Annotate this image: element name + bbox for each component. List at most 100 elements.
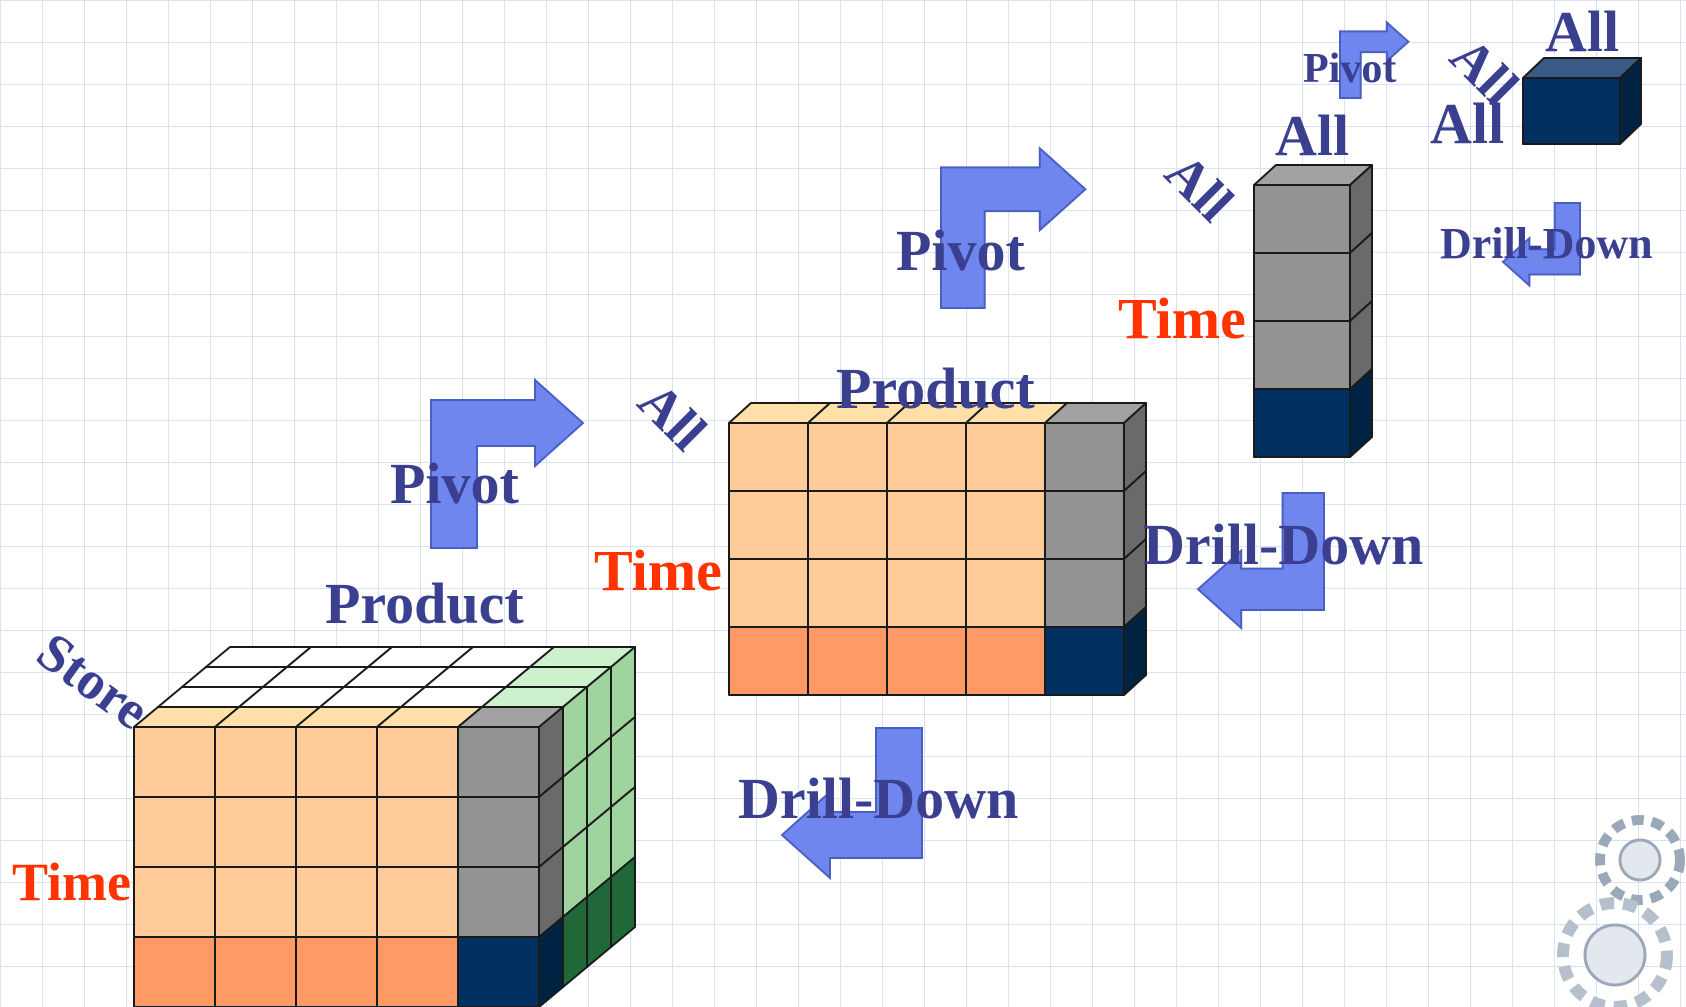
cube2-cell	[886, 626, 967, 696]
cube3-cell-front	[1253, 252, 1351, 322]
cube1-front-cell-front	[214, 936, 297, 1007]
cube4-cell	[1522, 57, 1642, 145]
cube4-cell-front	[1522, 77, 1621, 145]
cube3-cell-front	[1253, 184, 1351, 254]
cube2-cell-front	[886, 490, 967, 560]
cube1-front-cell	[133, 796, 216, 868]
cube1-front-cell-front	[376, 726, 459, 798]
cube2-cell-front	[965, 422, 1046, 492]
cube3-cell-front	[1253, 388, 1351, 458]
cube2-cell	[965, 402, 1068, 492]
cube1-front-cell	[295, 866, 378, 938]
cube1-front-cell	[133, 866, 216, 938]
cube1-front-cell-front	[214, 796, 297, 868]
drill-down-label-2: Drill-Down	[1143, 512, 1424, 577]
cube2-cell-front	[965, 490, 1046, 560]
cube1-front-cell	[457, 706, 564, 798]
cube1-front-cell	[376, 936, 459, 1007]
cube3-cell	[1253, 300, 1373, 390]
pivot-arrow-3	[1339, 20, 1410, 99]
cube3-cell-front	[1253, 320, 1351, 390]
cube2-cell-front	[1044, 558, 1125, 628]
cube1-front-cell-front	[457, 936, 540, 1007]
cube1-front-cell-front	[133, 796, 216, 868]
cube1-front-cell-front	[295, 936, 378, 1007]
cube2-cell-front	[1044, 490, 1125, 560]
cube1-front-cell-front	[376, 866, 459, 938]
cube-time-product-store	[133, 646, 636, 1007]
cube2-cell	[807, 626, 888, 696]
cube2-cell	[886, 402, 989, 492]
pivot-label-3: Pivot	[1303, 46, 1397, 92]
cube3-cell	[1253, 164, 1373, 254]
drill-down-label-1: Drill-Down	[738, 766, 1019, 831]
cube2-cell-front	[728, 558, 809, 628]
all-label-cube-4-left: All	[1430, 91, 1505, 156]
cube1-front-cell-front	[133, 866, 216, 938]
time-label-cube-3: Time	[1118, 286, 1246, 351]
cube2-cell-front	[728, 490, 809, 560]
cube-layer	[133, 57, 1642, 1007]
cube2-cell	[728, 558, 809, 628]
cube1-front-cell-front	[214, 726, 297, 798]
cube1-front-cell-front	[457, 726, 540, 798]
cube1-front-cell	[376, 866, 459, 938]
all-label-cube-3-top: All	[1275, 103, 1350, 168]
drill-down-label-3: Drill-Down	[1440, 219, 1653, 268]
cube-time-column	[1253, 164, 1373, 458]
cube3-cell	[1253, 368, 1373, 458]
cube2-cell-front	[1044, 422, 1125, 492]
cube1-front-cell-front	[457, 866, 540, 938]
arrow-layer	[430, 20, 1581, 881]
cube1-front-cell-front	[295, 866, 378, 938]
cube2-cell-front	[807, 626, 888, 696]
cube2-cell-front	[886, 558, 967, 628]
cube2-cell	[1044, 538, 1147, 628]
cube2-cell	[728, 402, 831, 492]
cube2-cell	[1044, 606, 1147, 696]
cube1-front-cell	[214, 796, 297, 868]
cube1-front-cell-front	[295, 726, 378, 798]
cube2-cell	[886, 490, 967, 560]
cube2-cell	[807, 490, 888, 560]
cube1-front-cell	[214, 936, 297, 1007]
cube1-front-cell	[376, 706, 483, 798]
cube1-front-cell-front	[376, 796, 459, 868]
cube2-cell-front	[807, 422, 888, 492]
cube2-cell	[807, 558, 888, 628]
cube1-front-cell	[457, 916, 564, 1007]
cube1-front-cell-front	[133, 726, 216, 798]
pivot-label-2: Pivot	[896, 218, 1025, 283]
product-label-cube-2: Product	[836, 356, 1035, 421]
cube1-front-cell-front	[295, 796, 378, 868]
cube2-cell-front	[965, 558, 1046, 628]
cube2-cell-front	[807, 490, 888, 560]
drill-down-arrow-2	[1196, 492, 1325, 631]
cube2-cell-front	[728, 626, 809, 696]
product-label-cube-1: Product	[325, 571, 524, 636]
cube1-front-cell	[457, 846, 564, 938]
cube1-front-cell-front	[133, 936, 216, 1007]
cube1-front-cell-front	[376, 936, 459, 1007]
cube2-cell-front	[1044, 626, 1125, 696]
cube2-cell-front	[728, 422, 809, 492]
cube2-cell	[965, 626, 1046, 696]
cube1-front-cell	[457, 776, 564, 868]
cube-time-product	[728, 402, 1147, 696]
cube2-cell-front	[965, 626, 1046, 696]
all-label-cube-4-top: All	[1545, 0, 1620, 64]
drill-down-arrow-1	[780, 727, 923, 881]
cube2-cell	[728, 490, 809, 560]
cube1-front-cell-front	[214, 866, 297, 938]
cube1-front-cell	[214, 866, 297, 938]
cube1-front-cell	[295, 706, 402, 798]
pivot-arrow-2	[940, 146, 1087, 309]
cube2-cell	[965, 490, 1046, 560]
cube2-cell	[1044, 402, 1147, 492]
cube1-front-cell	[376, 796, 459, 868]
cube2-cell-front	[807, 558, 888, 628]
drill-down-arrow-3	[1501, 202, 1581, 288]
cube2-cell-front	[886, 422, 967, 492]
pivot-label-1: Pivot	[390, 451, 519, 516]
